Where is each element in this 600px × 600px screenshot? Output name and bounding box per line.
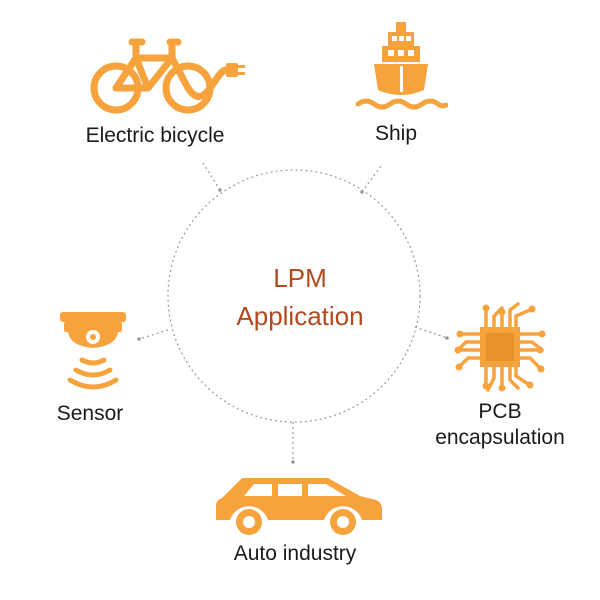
- bicycle-icon: [90, 38, 245, 114]
- connector-dot-auto: [291, 460, 295, 464]
- connector-dot-sensor: [137, 337, 141, 341]
- connector-dot-bicycle: [218, 188, 222, 192]
- connector-bicycle: [202, 162, 221, 191]
- label-pcb-line1: PCB: [478, 400, 522, 423]
- ship-icon: [355, 22, 448, 110]
- car-icon: [216, 478, 382, 535]
- connector-pcb: [414, 326, 448, 339]
- chip-icon: [454, 302, 546, 392]
- label-auto-industry: Auto industry: [233, 542, 357, 565]
- connector-dot-ship: [360, 190, 364, 194]
- connector-sensor: [138, 329, 169, 340]
- label-sensor: Sensor: [56, 402, 124, 425]
- center-circle: [167, 169, 421, 423]
- center-title-line2: Application: [236, 301, 364, 331]
- label-electric-bicycle: Electric bicycle: [85, 124, 225, 147]
- connector-dot-pcb: [445, 336, 449, 340]
- connector-ship: [361, 165, 382, 193]
- sensor-icon: [60, 312, 126, 390]
- center-title-line1: LPM: [273, 263, 327, 293]
- label-pcb-line2: encapsulation: [435, 426, 565, 449]
- label-ship: Ship: [374, 122, 418, 145]
